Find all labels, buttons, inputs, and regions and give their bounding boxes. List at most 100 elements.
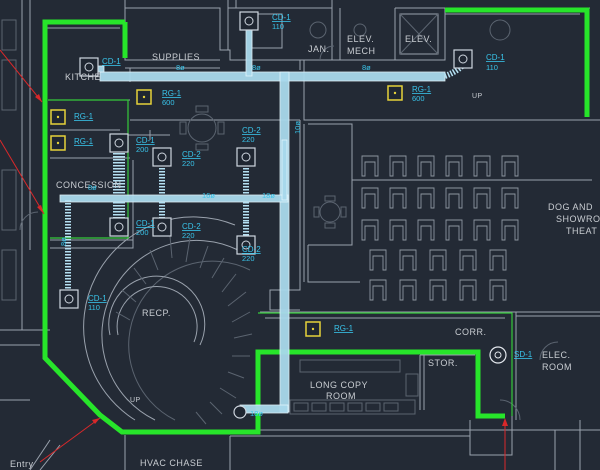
tag-cd1-a: CD-1 bbox=[136, 136, 155, 145]
label-showroom: SHOWRO bbox=[556, 214, 600, 224]
grille-rg1-k2 bbox=[50, 135, 66, 151]
tag-cd1-top: CD-1 bbox=[272, 13, 291, 22]
tag-cd2-b: CD-2 bbox=[242, 126, 261, 135]
theater-seat bbox=[389, 155, 407, 177]
tag-cd2-d: CD-2 bbox=[242, 245, 261, 254]
room-labels: SUPPLIES JAN. ELEV. MECH ELEV. KITCHE CO… bbox=[10, 34, 600, 469]
return-grilles bbox=[50, 85, 403, 337]
theater-seat bbox=[473, 187, 491, 209]
diffuser-cd2-b bbox=[236, 147, 256, 167]
tag-cd1-b-value: 200 bbox=[136, 228, 149, 237]
theater-seat bbox=[417, 155, 435, 177]
tag-rg1-b-value: 600 bbox=[412, 94, 425, 103]
diffuser-cd1-right bbox=[453, 49, 473, 69]
tag-rg1-k1: RG-1 bbox=[74, 112, 94, 121]
section-arrows bbox=[0, 49, 508, 470]
tag-rg1-corr: RG-1 bbox=[334, 324, 354, 333]
label-long-copy-room: ROOM bbox=[326, 391, 356, 401]
label-corr: CORR. bbox=[455, 327, 487, 337]
label-elec-room: ROOM bbox=[542, 362, 572, 372]
dim-18: 18ø bbox=[262, 191, 275, 200]
tag-sd1: SD-1 bbox=[514, 350, 533, 359]
tag-cd1-right: CD-1 bbox=[486, 53, 505, 62]
theater-seat bbox=[489, 249, 507, 271]
tag-cd1-b: CD-1 bbox=[136, 219, 155, 228]
small-table bbox=[313, 195, 347, 229]
diffuser-cd2-c bbox=[152, 217, 172, 237]
dim-8-kitchen: 8ø bbox=[176, 63, 185, 72]
dim-8-top: 8ø bbox=[252, 63, 261, 72]
theater-seat bbox=[445, 219, 463, 241]
theater-seat bbox=[501, 187, 519, 209]
grille-rg1-k1 bbox=[50, 109, 66, 125]
label-entry: Entry bbox=[10, 459, 34, 469]
grille-rg1-corr bbox=[305, 321, 321, 337]
tag-cd1-left-value: 110 bbox=[88, 303, 100, 312]
label-elev-mech-2: MECH bbox=[347, 46, 376, 56]
grille-rg1-b bbox=[387, 85, 403, 101]
theater-seat bbox=[445, 155, 463, 177]
diffuser-cd1-kitchen bbox=[79, 57, 99, 77]
label-dog-and: DOG AND bbox=[548, 202, 593, 212]
theater-seat bbox=[501, 219, 519, 241]
diffuser-cd2-a bbox=[152, 147, 172, 167]
theater-seat bbox=[369, 249, 387, 271]
diffuser-cd1-a bbox=[109, 133, 129, 153]
theater-seat bbox=[501, 155, 519, 177]
grille-rg1-a bbox=[136, 89, 152, 105]
hvac-zone-boundary bbox=[42, 7, 590, 435]
diffuser-cd2-d bbox=[236, 235, 256, 255]
label-long-copy: LONG COPY bbox=[310, 380, 368, 390]
theater-seat bbox=[361, 155, 379, 177]
label-elev: ELEV. bbox=[405, 34, 432, 44]
theater-seat bbox=[459, 279, 477, 301]
round-table bbox=[179, 105, 225, 151]
tag-cd1-left: CD-1 bbox=[88, 294, 107, 303]
theater-seat bbox=[361, 219, 379, 241]
theater-seat bbox=[473, 155, 491, 177]
tag-cd1-right-value: 110 bbox=[486, 63, 498, 72]
label-supplies: SUPPLIES bbox=[152, 52, 200, 62]
label-stor: STOR. bbox=[428, 358, 458, 368]
theater-seat bbox=[361, 187, 379, 209]
theater-seat bbox=[417, 219, 435, 241]
diffuser-cd1-top bbox=[239, 11, 259, 31]
theater-seat bbox=[429, 279, 447, 301]
tag-cd1-kitchen: CD-1 bbox=[102, 57, 121, 66]
dim-8-right: 8ø bbox=[362, 63, 371, 72]
dim-8-concession: 8ø bbox=[88, 183, 97, 192]
theater-seat bbox=[429, 249, 447, 271]
duct-sizes: 8ø 8ø 8ø 10ø 8ø 16ø 18ø 8ø 18ø bbox=[59, 63, 371, 418]
tag-rg1-b: RG-1 bbox=[412, 85, 432, 94]
dim-18-bottom: 18ø bbox=[250, 409, 263, 418]
label-recp: RECP. bbox=[142, 308, 171, 318]
theater-seat bbox=[389, 187, 407, 209]
theater-seat bbox=[445, 187, 463, 209]
theater-seat bbox=[399, 279, 417, 301]
dim-8-left: 8ø bbox=[59, 237, 68, 246]
diffusers bbox=[59, 11, 507, 419]
reception-stair bbox=[83, 216, 253, 425]
tag-cd2-a-value: 220 bbox=[182, 159, 195, 168]
theater-seating bbox=[361, 155, 519, 301]
tag-cd2-c-value: 220 bbox=[182, 231, 195, 240]
dim-10: 10ø bbox=[293, 121, 302, 134]
tag-cd2-a: CD-2 bbox=[182, 150, 201, 159]
dim-16: 16ø bbox=[202, 191, 215, 200]
tag-cd1-a-value: 200 bbox=[136, 145, 149, 154]
copy-room-furniture bbox=[289, 359, 419, 415]
tag-rg1-k2: RG-1 bbox=[74, 137, 94, 146]
tag-rg1-a-value: 600 bbox=[162, 98, 175, 107]
diffuser-cd1-left bbox=[59, 289, 79, 309]
theater-seat bbox=[473, 219, 491, 241]
label-kitchen: KITCHE bbox=[65, 72, 101, 82]
diffuser-cd1-b bbox=[109, 217, 129, 237]
theater-seat bbox=[459, 249, 477, 271]
tag-cd2-d-value: 220 bbox=[242, 254, 255, 263]
tag-cd2-c: CD-2 bbox=[182, 222, 201, 231]
label-concession: CONCESSION bbox=[56, 180, 122, 190]
label-elec: ELEC. bbox=[542, 350, 571, 360]
label-hvac-chase: HVAC CHASE bbox=[140, 458, 203, 468]
tag-rg1-a: RG-1 bbox=[162, 89, 182, 98]
